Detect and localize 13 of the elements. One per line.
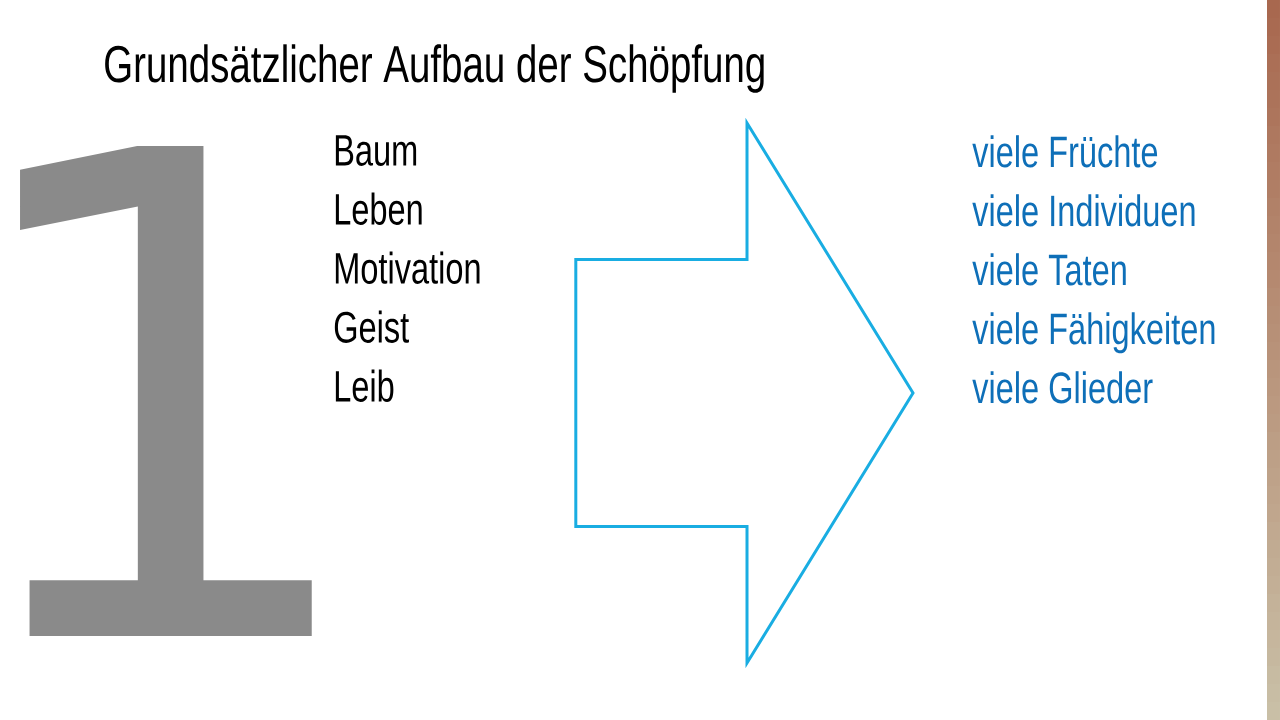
list-item: viele Fähigkeiten [972,312,1215,354]
block-arrow [574,117,915,669]
list-item: Baum [335,135,417,166]
list-item: viele Früchte [972,135,1158,168]
list-item: Motivation [335,251,480,284]
list-item: viele Glieder [972,371,1153,404]
big-numeral: 1 [20,146,312,636]
list-item: Leben [335,192,422,225]
list-item: viele Individuen [972,194,1195,227]
list-item: Leib [335,369,394,402]
list-item: Geist [334,310,409,343]
title: Grundsätzlicher Aufbau der Schöpfung [105,44,764,93]
list-item: viele Taten [972,253,1126,286]
